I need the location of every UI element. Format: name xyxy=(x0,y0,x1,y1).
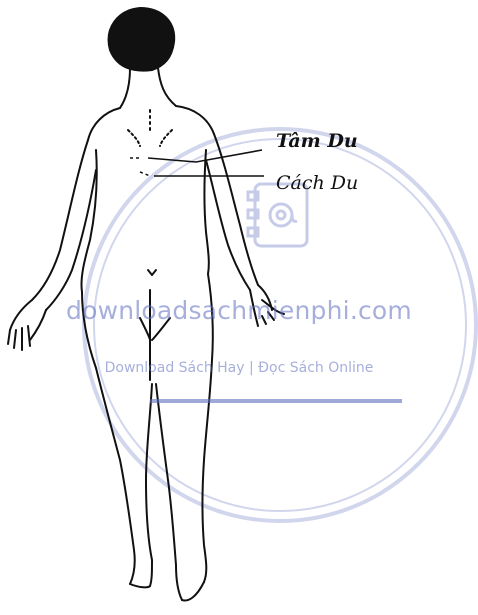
watermark-underline xyxy=(150,399,402,403)
acupoint-markers xyxy=(130,158,150,176)
watermark-tagline: Download Sách Hay | Đọc Sách Online xyxy=(0,360,478,376)
hair xyxy=(109,8,175,71)
label-tam-du: Tâm Du xyxy=(276,130,358,152)
label-cach-du: Cách Du xyxy=(276,172,358,194)
watermark-url: downloadsachmienphi.com xyxy=(0,296,478,325)
